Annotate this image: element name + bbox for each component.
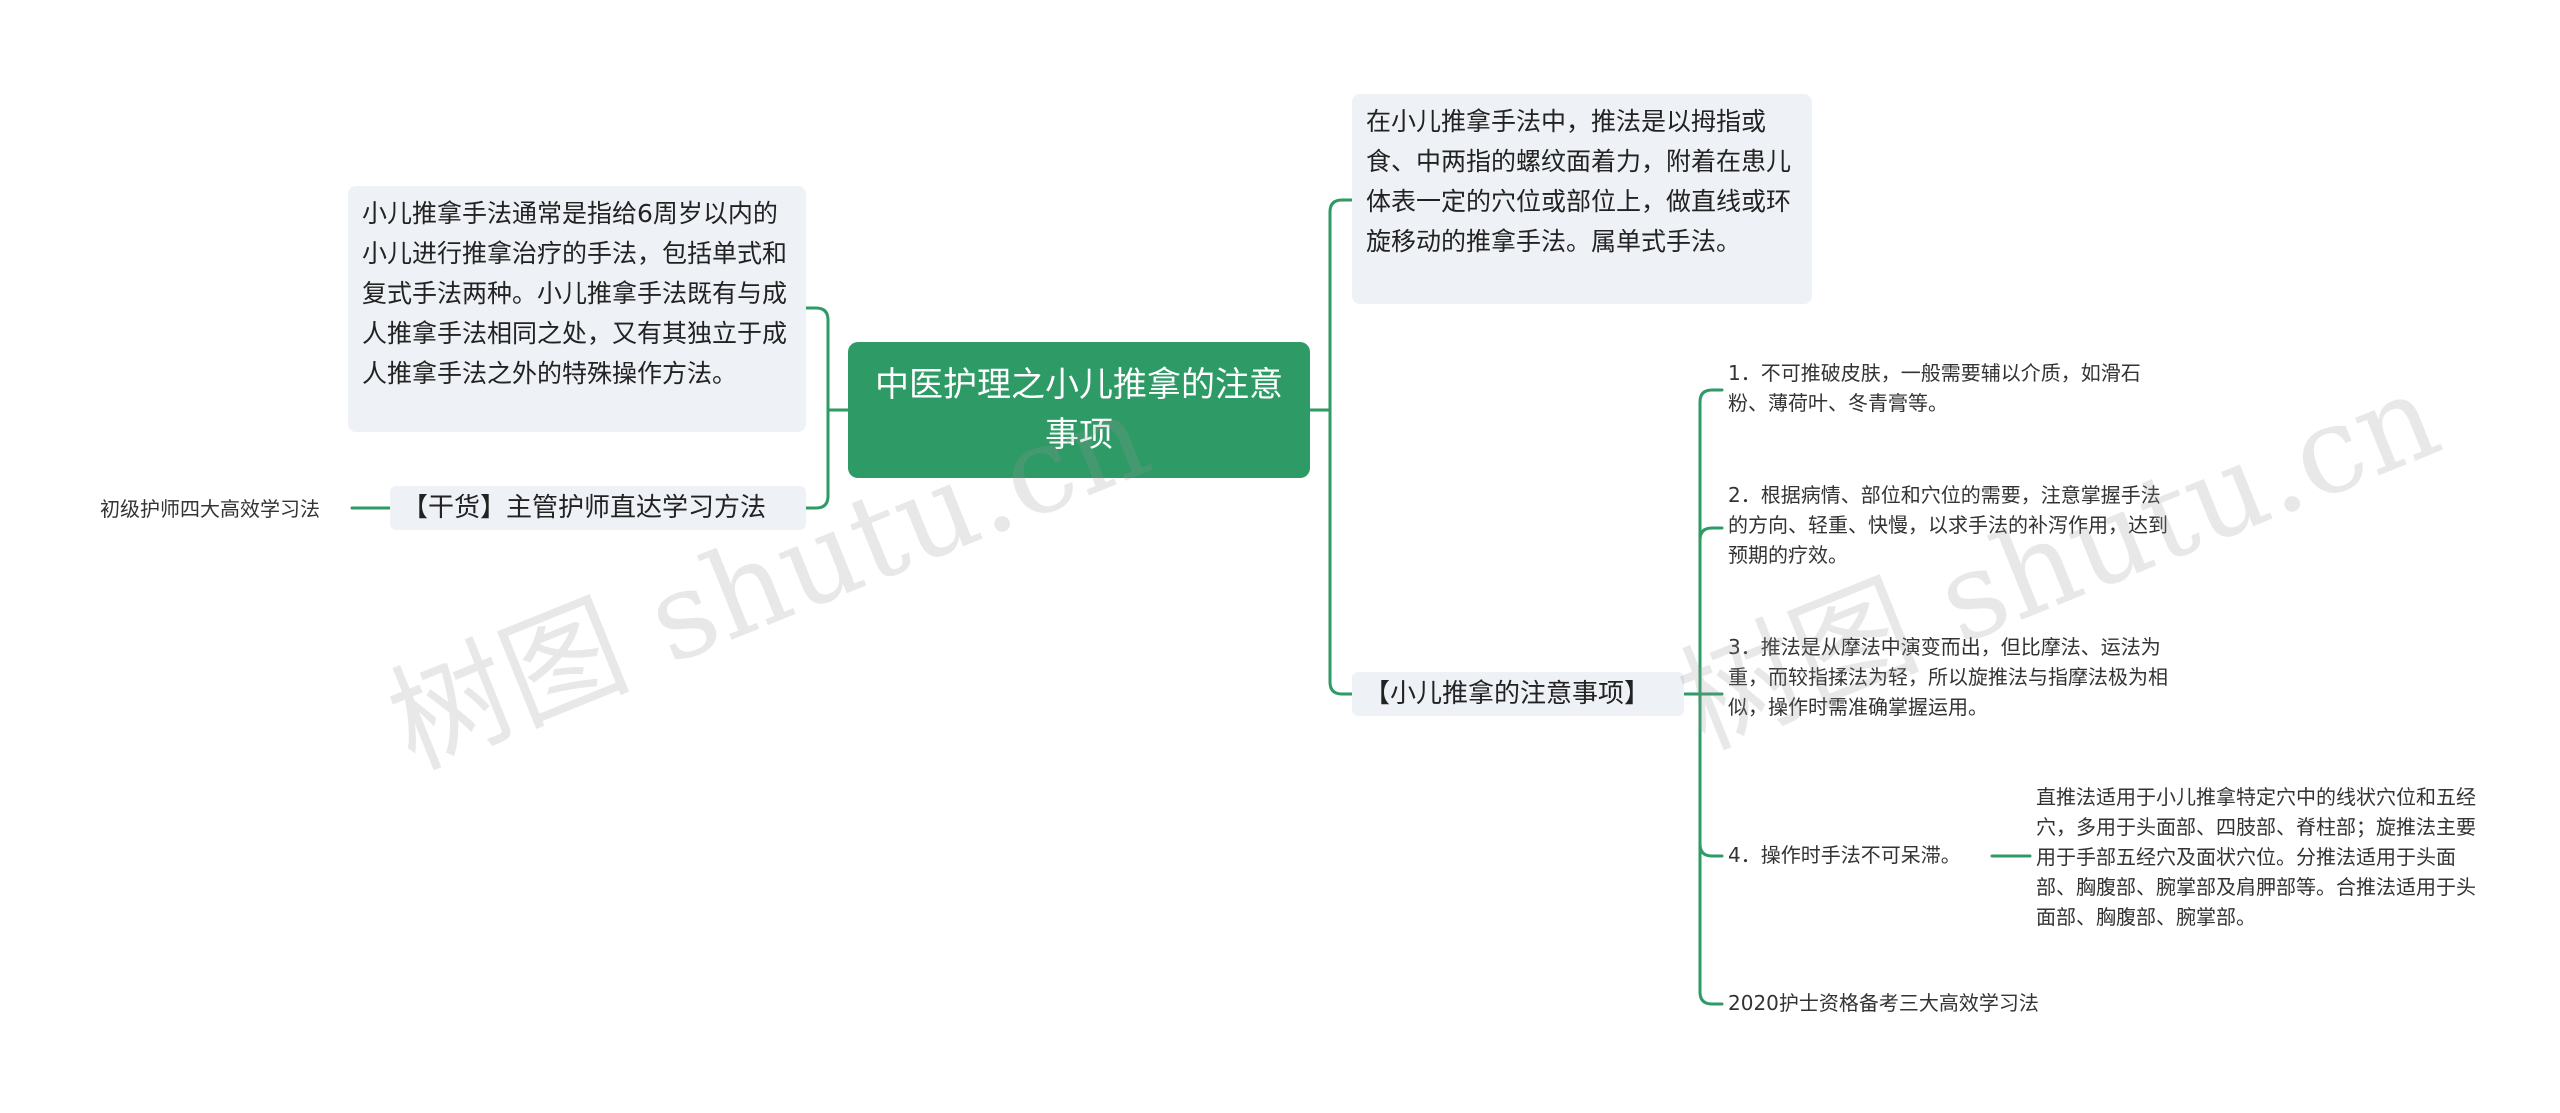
extra-study-text: 2020护士资格备考三大高效学习法 (1728, 991, 2039, 1015)
extra-study-item[interactable]: 2020护士资格备考三大高效学习法 (1728, 988, 2088, 1020)
notes-tag[interactable]: 【小儿推拿的注意事项】 (1352, 672, 1684, 716)
connector-note-2 (1698, 526, 1724, 696)
connector-left-study (804, 408, 830, 510)
root-node[interactable]: 中医护理之小儿推拿的注意事项 (848, 342, 1310, 478)
connector-right-notes (1328, 408, 1354, 696)
left-description-card[interactable]: 小儿推拿手法通常是指给6周岁以内的小儿进行推拿治疗的手法，包括单式和复式手法两种… (348, 186, 806, 432)
connector-right-definition (1328, 198, 1354, 412)
definition-card[interactable]: 在小儿推拿手法中，推法是以拇指或食、中两指的螺纹面着力，附着在患儿体表一定的穴位… (1352, 94, 1812, 304)
connector-note-1 (1698, 388, 1724, 696)
study-method-text: 【干货】主管护师直达学习方法 (402, 493, 767, 523)
left-description-text: 小儿推拿手法通常是指给6周岁以内的小儿进行推拿治疗的手法，包括单式和复式手法两种… (362, 199, 788, 388)
connector-left-description (804, 306, 830, 412)
note-1[interactable]: 1．不可推破皮肤，一般需要辅以介质，如滑石粉、薄荷叶、冬青膏等。 (1728, 358, 2168, 422)
note-2[interactable]: 2．根据病情、部位和穴位的需要，注意掌握手法的方向、轻重、快慢，以求手法的补泻作… (1728, 480, 2168, 576)
definition-text: 在小儿推拿手法中，推法是以拇指或食、中两指的螺纹面着力，附着在患儿体表一定的穴位… (1366, 107, 1792, 256)
note-3-text: 3．推法是从摩法中演变而出，但比摩法、运法为重，而较指揉法为轻，所以旋推法与指摩… (1728, 635, 2168, 719)
note-2-text: 2．根据病情、部位和穴位的需要，注意掌握手法的方向、轻重、快慢，以求手法的补泻作… (1728, 483, 2168, 567)
connector-note-4 (1698, 692, 1724, 858)
notes-tag-text: 【小儿推拿的注意事项】 (1364, 679, 1651, 709)
note-1-text: 1．不可推破皮肤，一般需要辅以介质，如滑石粉、薄荷叶、冬青膏等。 (1728, 361, 2141, 415)
note-4[interactable]: 4．操作时手法不可呆滞。 (1728, 840, 1992, 872)
root-text: 中医护理之小儿推拿的注意事项 (875, 365, 1283, 455)
study-method-tag[interactable]: 【干货】主管护师直达学习方法 (390, 486, 806, 530)
note-4-detail-text: 直推法适用于小儿推拿特定穴中的线状穴位和五经穴，多用于头面部、四肢部、脊柱部；旋… (2036, 785, 2476, 929)
note-4-text: 4．操作时手法不可呆滞。 (1728, 843, 1961, 867)
note-3[interactable]: 3．推法是从摩法中演变而出，但比摩法、运法为重，而较指揉法为轻，所以旋推法与指摩… (1728, 632, 2168, 728)
study-child-item[interactable]: 初级护师四大高效学习法 (100, 494, 352, 524)
note-4-detail[interactable]: 直推法适用于小儿推拿特定穴中的线状穴位和五经穴，多用于头面部、四肢部、脊柱部；旋… (2036, 782, 2476, 930)
study-child-text: 初级护师四大高效学习法 (100, 497, 320, 521)
connector-extra (1698, 692, 1724, 1006)
